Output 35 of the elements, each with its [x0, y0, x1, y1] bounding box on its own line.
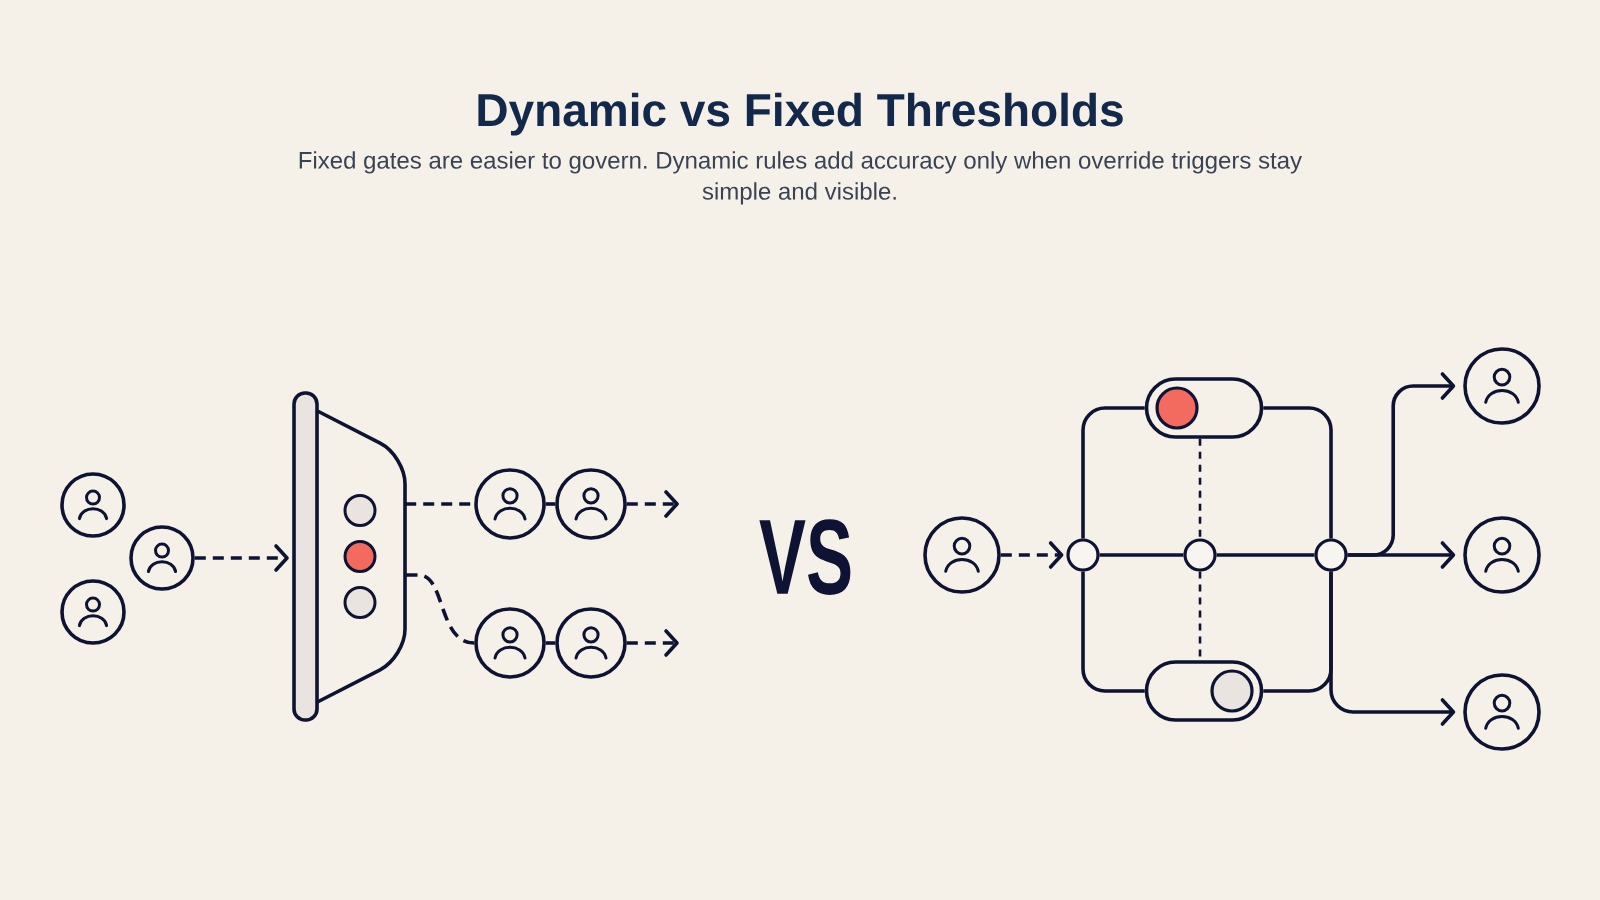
person-icon	[474, 607, 546, 679]
vs-label: VS	[759, 519, 851, 595]
dashed-line	[1198, 438, 1202, 539]
toggle-switch	[1144, 660, 1264, 722]
person-icon	[60, 472, 126, 538]
person-icon	[129, 525, 195, 591]
title: Dynamic vs Fixed Thresholds	[478, 92, 1123, 136]
arrow	[1329, 571, 1456, 726]
person-icon	[923, 516, 1001, 594]
subtitle: Fixed gates are easier to govern. Dynamic rules add accuracy only when override triggers stay simple and visible.	[299, 151, 1302, 205]
dashed-line	[405, 573, 475, 645]
connector-line	[1081, 406, 1145, 539]
gate-illustration	[292, 391, 407, 722]
toggle-switch	[1144, 377, 1264, 439]
dashed-arrow	[1000, 541, 1064, 569]
person-icon	[1463, 673, 1541, 751]
connector-line	[1263, 406, 1333, 539]
connector-line	[545, 502, 556, 506]
connector-line	[1216, 553, 1315, 557]
junction-circle	[1066, 538, 1100, 572]
junction-circle	[1183, 538, 1217, 572]
dashed-arrow	[626, 629, 679, 657]
junction-circle	[1314, 538, 1348, 572]
person-icon	[60, 579, 126, 645]
person-icon	[555, 468, 627, 540]
dashed-arrow	[626, 490, 679, 518]
person-icon	[555, 607, 627, 679]
person-icon	[1463, 347, 1541, 425]
dashed-arrow	[194, 544, 289, 572]
connector-line	[545, 641, 556, 645]
arrow	[1347, 541, 1456, 569]
connector-line	[1099, 553, 1184, 557]
person-icon	[474, 468, 546, 540]
person-icon	[1463, 516, 1541, 594]
connector-line	[1081, 571, 1145, 693]
